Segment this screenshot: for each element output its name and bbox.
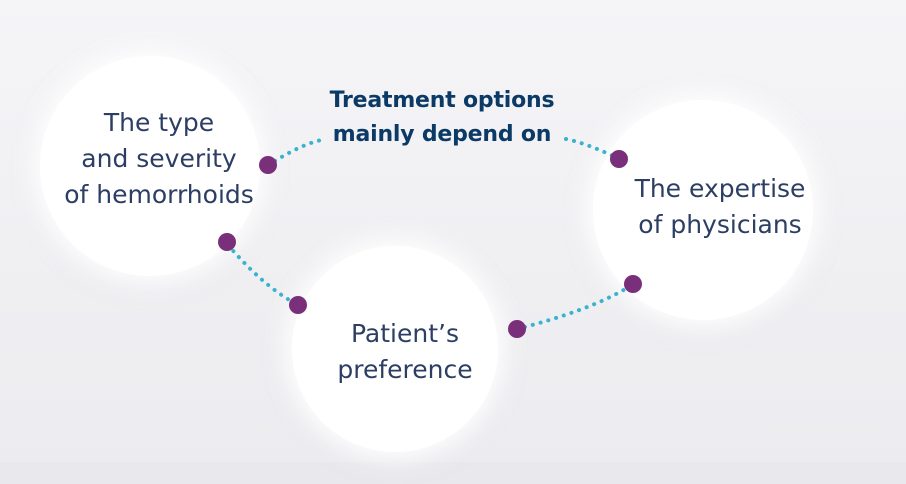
connector-dot-expertise-top	[610, 150, 628, 168]
bottom-band	[0, 462, 906, 484]
title-line-2: mainly depend on	[332, 122, 552, 147]
connector-dot-preference-left	[289, 296, 307, 314]
factor-label-line: The type	[103, 108, 215, 137]
factor-label-line: and severity	[81, 144, 237, 173]
factor-label-line: preference	[337, 355, 473, 384]
connector-dot-type-top	[259, 156, 277, 174]
factor-label-line: of physicians	[638, 210, 802, 239]
factor-label-type: The type and severity of hemorrhoids	[56, 105, 262, 213]
factor-label-line: The expertise	[634, 174, 806, 203]
factor-label-expertise: The expertise of physicians	[610, 171, 830, 243]
factor-label-line: Patient’s	[350, 319, 460, 348]
connector-line-type-to-preference	[226, 243, 300, 307]
connector-dot-expertise-bottom	[624, 275, 642, 293]
title-line-1: Treatment options	[329, 88, 555, 113]
factor-label-line: of hemorrhoids	[64, 180, 254, 209]
connector-dot-type-bottom	[218, 233, 236, 251]
factor-label-preference: Patient’s preference	[310, 316, 500, 388]
connector-dot-preference-right	[508, 320, 526, 338]
factor-circle-preference	[292, 246, 498, 452]
connector-line-preference-to-expertise	[515, 283, 634, 331]
diagram-title: Treatment options mainly depend on	[300, 84, 584, 152]
